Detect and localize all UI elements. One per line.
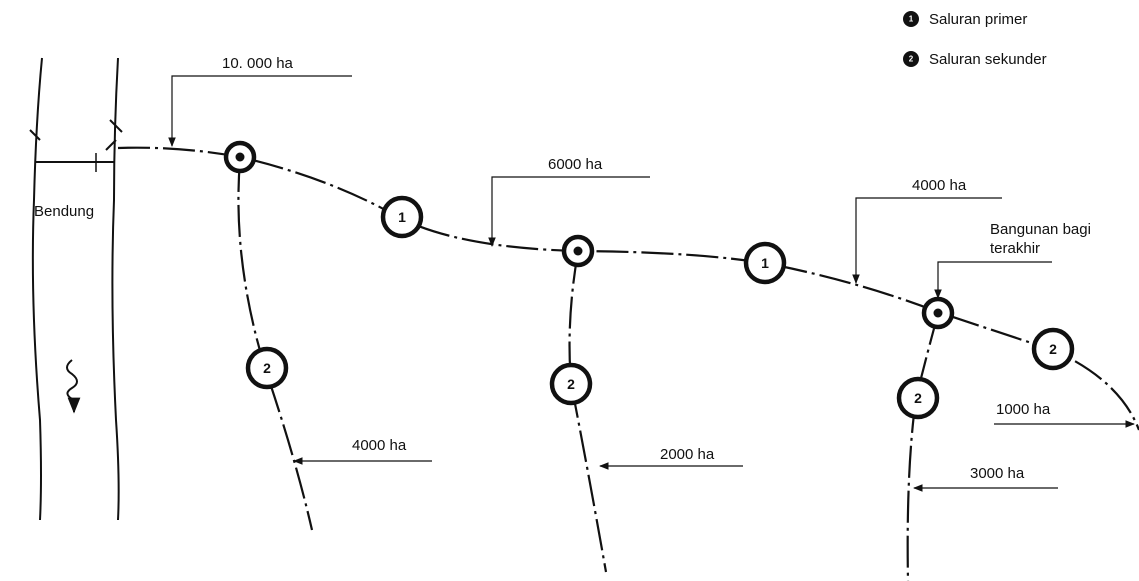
division-node-dot xyxy=(573,246,583,256)
leader-primary-end xyxy=(852,197,1002,284)
leader-intake xyxy=(168,75,352,147)
legend-primary-label: Saluran primer xyxy=(929,11,1027,28)
primary-marker-1: 1 xyxy=(380,195,424,239)
secondary-marker-circle xyxy=(1031,327,1075,371)
primary-marker-text: 1 xyxy=(761,255,769,271)
division-structure-last xyxy=(921,296,955,330)
secondary-1-area-label: 4000 ha xyxy=(352,437,407,454)
secondary-marker-1: 2 xyxy=(245,346,289,390)
intake-area-label: 10. 000 ha xyxy=(222,55,294,72)
secondary-marker-4: 2 xyxy=(1031,327,1075,371)
label-primary-mid-area: 6000 ha xyxy=(488,156,650,247)
leader-primary-mid xyxy=(488,176,650,247)
legend-item-primary: 1 Saluran primer xyxy=(903,11,1027,28)
label-secondary-3-area: 3000 ha xyxy=(913,465,1058,492)
secondary-marker-text: 2 xyxy=(567,376,575,392)
secondary-marker-text: 2 xyxy=(914,390,922,406)
legend-secondary-symbol-text: 2 xyxy=(909,55,914,64)
primary-mid-area-label: 6000 ha xyxy=(548,156,603,173)
secondary-2-area-label: 2000 ha xyxy=(660,446,715,463)
flow-direction-arrow xyxy=(66,359,81,414)
label-last-structure: Bangunan bagi terakhir xyxy=(934,221,1091,299)
secondary-marker-text: 2 xyxy=(263,360,271,376)
river-bank-left xyxy=(31,57,43,521)
weir-label: Bendung xyxy=(34,203,94,220)
river-bank-tick xyxy=(29,119,123,151)
river-bank-right xyxy=(111,57,120,521)
secondary-canal-2 xyxy=(568,251,608,573)
secondary-canal-3 xyxy=(906,313,940,581)
last-structure-label-line1: Bangunan bagi xyxy=(990,221,1091,238)
primary-marker-circle xyxy=(743,241,787,285)
primary-end-area-label: 4000 ha xyxy=(912,177,967,194)
secondary-marker-text: 2 xyxy=(1049,341,1057,357)
division-structure-2 xyxy=(561,234,595,268)
last-structure-label-line2: terakhir xyxy=(990,240,1040,257)
secondary-canal-1 xyxy=(237,159,314,531)
label-primary-end-area: 4000 ha xyxy=(852,177,1002,284)
secondary-marker-circle xyxy=(896,376,940,420)
weir: Bendung xyxy=(34,153,114,220)
secondary-marker-3: 2 xyxy=(896,376,940,420)
primary-canal xyxy=(117,146,1139,431)
secondary-4-area-label: 1000 ha xyxy=(996,401,1051,418)
secondary-marker-circle xyxy=(245,346,289,390)
legend-primary-symbol xyxy=(903,11,919,27)
primary-marker-circle xyxy=(380,195,424,239)
secondary-3-area-label: 3000 ha xyxy=(970,465,1025,482)
secondary-marker-circle xyxy=(549,362,593,406)
label-secondary-1-area: 4000 ha xyxy=(293,437,432,465)
label-secondary-2-area: 2000 ha xyxy=(599,446,743,470)
legend: 1 Saluran primer 2 Saluran sekunder xyxy=(903,11,1047,68)
legend-secondary-symbol xyxy=(903,51,919,67)
leader-last-structure xyxy=(934,261,1052,299)
division-node-dot xyxy=(235,152,245,162)
legend-secondary-label: Saluran sekunder xyxy=(929,51,1047,68)
division-structure-1 xyxy=(223,140,257,174)
division-node-dot xyxy=(933,308,943,318)
river xyxy=(29,57,123,521)
secondary-marker-2: 2 xyxy=(549,362,593,406)
legend-primary-symbol-text: 1 xyxy=(909,15,914,24)
primary-marker-2: 1 xyxy=(743,241,787,285)
label-secondary-4-area: 1000 ha xyxy=(994,401,1135,428)
primary-marker-text: 1 xyxy=(398,209,406,225)
label-intake-area: 10. 000 ha xyxy=(168,55,352,147)
legend-item-secondary: 2 Saluran sekunder xyxy=(903,51,1047,68)
